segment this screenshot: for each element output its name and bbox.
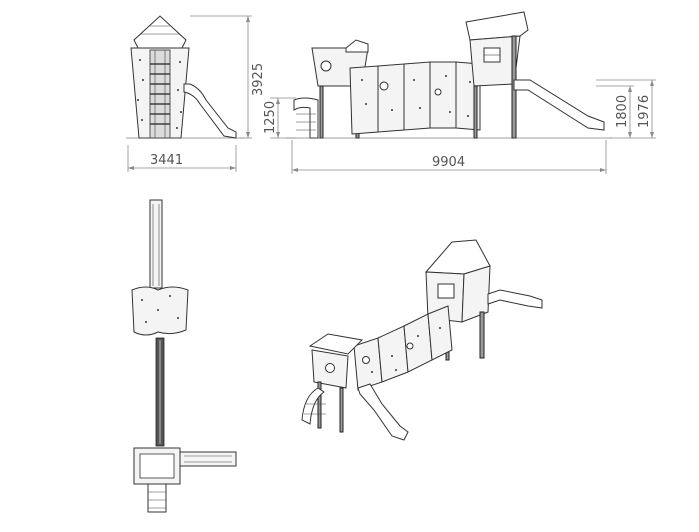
plan-ladder (147, 483, 167, 513)
front-right-roof (465, 11, 529, 41)
side-height-label: 3925 (251, 63, 266, 96)
iso-slide-center (357, 383, 409, 441)
iso-small-roof (308, 333, 364, 355)
front-left-height-label: 1250 (263, 101, 278, 134)
plan-side-slide (179, 451, 237, 467)
side-roof (133, 15, 187, 49)
plan-slide (149, 199, 163, 289)
side-elevation-dimensions: 3441 3925 (127, 15, 266, 172)
isometric-view (301, 239, 543, 441)
iso-ladder (301, 387, 325, 425)
front-elevation-view (286, 11, 612, 139)
front-climber (293, 97, 319, 139)
front-bridge-panels (349, 61, 481, 135)
side-slide (183, 83, 237, 139)
front-slide (513, 79, 605, 131)
iso-bridge-panels (353, 305, 453, 391)
front-right-height-label-b: 1976 (637, 95, 652, 128)
plan-view (131, 199, 237, 513)
side-width-label: 3441 (150, 153, 183, 168)
iso-slide-right (487, 289, 543, 309)
plan-tall-tower (131, 286, 189, 336)
side-elevation-view (126, 15, 244, 139)
front-elevation-dimensions: 9904 1250 1800 1976 (263, 79, 656, 174)
front-width-label: 9904 (432, 155, 465, 170)
front-right-height-label-a: 1800 (615, 95, 630, 128)
